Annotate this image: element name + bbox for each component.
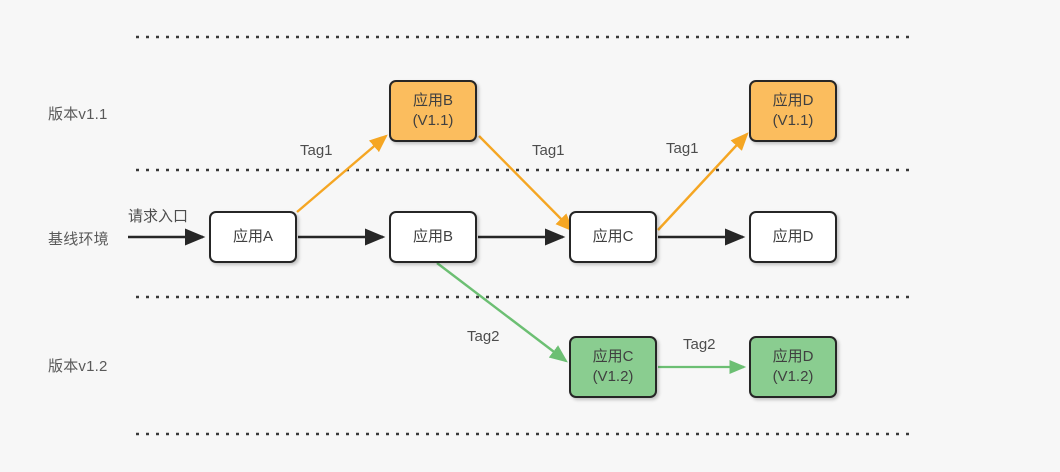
node-v12-app-d[interactable]: 应用D (V1.2) [749, 336, 837, 398]
node-baseline-app-b[interactable]: 应用B [389, 211, 477, 263]
edge-label-tag2-a: Tag2 [467, 328, 500, 345]
edge-app-b-to-v12-app-c [436, 262, 568, 363]
node-v11-app-d-version: (V1.1) [772, 112, 814, 129]
edge-label-tag1-a: Tag1 [300, 142, 333, 159]
edge-label-tag2-b: Tag2 [683, 336, 716, 353]
node-v12-app-d-version: (V1.2) [772, 368, 814, 385]
node-v11-app-b-name: 应用B [412, 91, 453, 109]
edge-v11-app-b-to-app-c [478, 135, 574, 232]
node-v11-app-d-name: 应用D [772, 91, 814, 109]
edge-label-tag1-c: Tag1 [666, 140, 699, 157]
edge-label-request-entry: 请求入口 [128, 208, 189, 225]
node-v12-app-c-version: (V1.2) [592, 368, 634, 385]
node-v12-app-c[interactable]: 应用C (V1.2) [569, 336, 657, 398]
node-baseline-app-b-name: 应用B [412, 227, 453, 245]
node-baseline-app-d[interactable]: 应用D [749, 211, 837, 263]
edge-app-c-to-v11-app-d [657, 132, 749, 231]
node-v12-app-c-name: 应用C [592, 347, 634, 365]
node-baseline-app-d-name: 应用D [772, 227, 814, 245]
node-baseline-app-a[interactable]: 应用A [209, 211, 297, 263]
node-baseline-app-c-name: 应用C [592, 227, 634, 245]
lane-label-v12: 版本v1.2 [48, 358, 108, 375]
node-v11-app-d[interactable]: 应用D (V1.1) [749, 80, 837, 142]
edge-label-tag1-b: Tag1 [532, 142, 565, 159]
node-baseline-app-a-name: 应用A [232, 227, 273, 245]
lane-label-v11: 版本v1.1 [48, 106, 108, 123]
lane-label-baseline: 基线环境 [48, 231, 109, 248]
node-baseline-app-c[interactable]: 应用C [569, 211, 657, 263]
edge-app-a-to-v11-app-b [296, 134, 388, 213]
node-v11-app-b[interactable]: 应用B (V1.1) [389, 80, 477, 142]
node-v12-app-d-name: 应用D [772, 347, 814, 365]
node-v11-app-b-version: (V1.1) [412, 112, 454, 129]
